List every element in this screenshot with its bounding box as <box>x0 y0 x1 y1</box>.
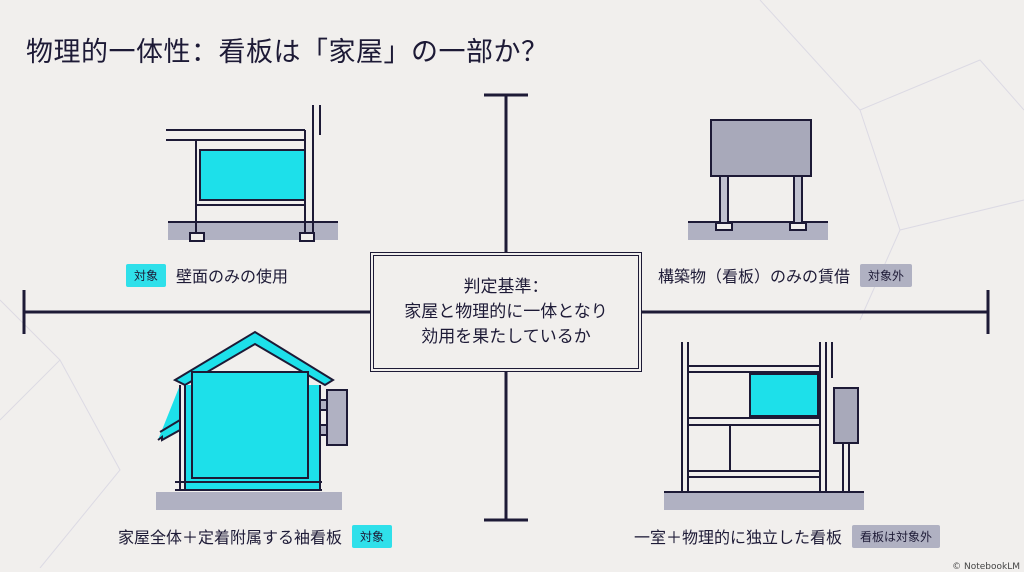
caption-text: 一室＋物理的に独立した看板 <box>634 528 843 547</box>
status-badge: 対象外 <box>860 263 913 287</box>
building-illustration <box>664 342 864 510</box>
criteria-line: 効用を果たしているか <box>421 326 591 347</box>
quadrant-caption-room: 一室＋物理的に独立した看板 看板は対象外 <box>634 524 941 548</box>
criteria-box: 判定基準： 家屋と物理的に一体となり 効用を果たしているか <box>370 252 642 372</box>
page-title: 物理的一体性：看板は「家屋」の一部か？ <box>26 37 549 68</box>
quadrant-caption-wall: 対象 壁面のみの使用 <box>126 263 288 287</box>
status-badge: 看板は対象外 <box>852 524 941 548</box>
caption-text: 構築物（看板）のみの賃借 <box>658 267 851 286</box>
standalone-sign-illustration <box>688 119 828 240</box>
status-badge: 対象 <box>126 263 167 287</box>
watermark: © NotebookLM <box>952 562 1020 572</box>
criteria-line: 家屋と物理的に一体となり <box>404 301 608 322</box>
status-badge: 対象 <box>352 524 393 548</box>
quadrant-caption-house: 家屋全体＋定着附属する袖看板 対象 <box>118 524 393 548</box>
caption-text: 壁面のみの使用 <box>176 267 289 286</box>
criteria-line: 判定基準： <box>463 276 549 297</box>
house-illustration <box>156 330 348 510</box>
quadrant-caption-sign-only: 構築物（看板）のみの賃借 対象外 <box>658 263 913 287</box>
wall-sign-illustration <box>166 105 338 242</box>
caption-text: 家屋全体＋定着附属する袖看板 <box>118 528 343 547</box>
